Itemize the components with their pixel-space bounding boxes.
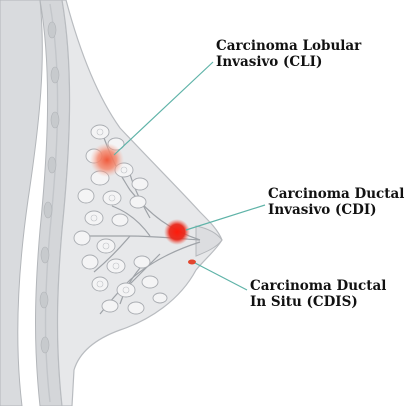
cdis-lesion [188, 260, 196, 265]
cli-leader-line [114, 62, 213, 155]
cdi-label-line1: Carcinoma Ductal [268, 186, 404, 202]
cdis-label-line2: In Situ (CDIS) [250, 294, 386, 310]
cdis-label-line1: Carcinoma Ductal [250, 278, 386, 294]
cdi-lesion [164, 219, 190, 245]
cdis-label: Carcinoma Ductal In Situ (CDIS) [250, 278, 386, 310]
cli-label: Carcinoma Lobular Invasivo (CLI) [216, 38, 361, 70]
cdis-leader-line [195, 263, 247, 290]
cli-label-line1: Carcinoma Lobular [216, 38, 361, 54]
cli-lesion [90, 143, 124, 177]
cli-label-line2: Invasivo (CLI) [216, 54, 361, 70]
cdi-label-line2: Invasivo (CDI) [268, 202, 404, 218]
cdi-label: Carcinoma Ductal Invasivo (CDI) [268, 186, 404, 218]
